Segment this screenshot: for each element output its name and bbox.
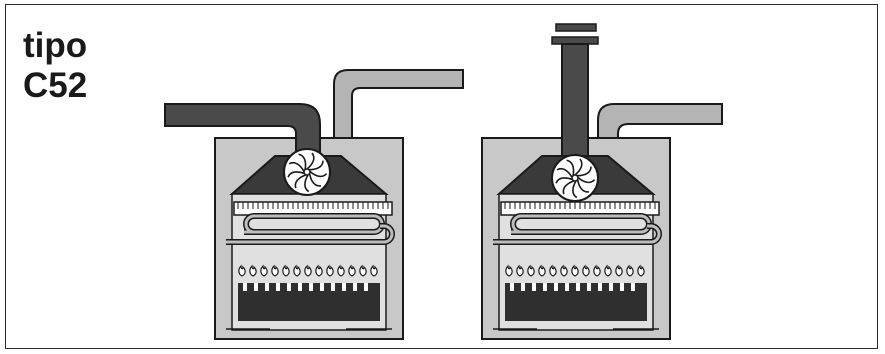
type-label-line2: C52 xyxy=(23,66,88,105)
flue-exhaust-duct xyxy=(561,43,589,165)
fan-icon xyxy=(551,154,599,202)
fan-icon xyxy=(283,148,331,196)
type-label: tipo C52 xyxy=(23,26,87,106)
air-intake-duct xyxy=(333,69,464,141)
boiler-left xyxy=(164,69,464,340)
air-intake-duct xyxy=(597,103,723,141)
flue-cap-bottom xyxy=(551,36,599,45)
burner-icon xyxy=(505,283,647,321)
type-label-line1: tipo xyxy=(23,26,88,65)
boiler-right xyxy=(481,23,723,340)
flue-cap-top xyxy=(555,23,597,32)
figure-frame xyxy=(5,4,878,349)
burner-icon xyxy=(238,283,380,321)
